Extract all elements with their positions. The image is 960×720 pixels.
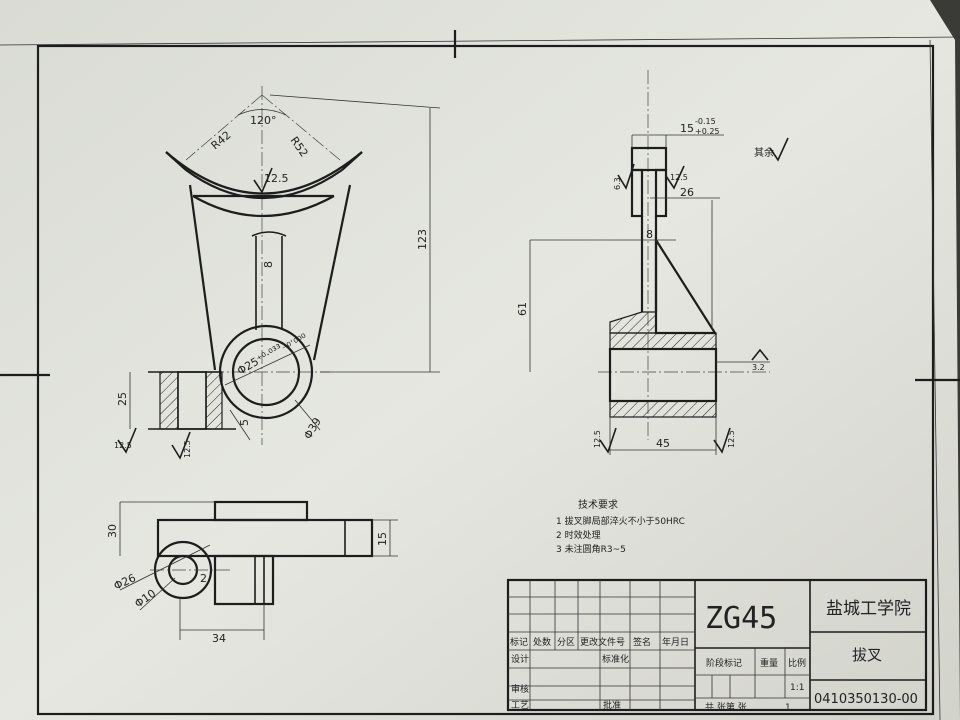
review-label: 审核 bbox=[511, 683, 529, 695]
design-label: 设计 bbox=[511, 653, 529, 665]
part-name-label: 拔叉 bbox=[852, 646, 882, 664]
height-61-label: 61 bbox=[516, 302, 529, 316]
rough-side-right-label: 12.5 bbox=[727, 430, 736, 448]
slot-tol-upper: -0.15 bbox=[695, 117, 716, 126]
title-block: ZG45 盐城工学院 拔叉 0410350130-00 标记 处数 分区 更改文… bbox=[506, 578, 928, 713]
side-view: 15 -0.15 +0.25 6.3 12.5 26 8 61 3.2 45 1… bbox=[516, 70, 789, 455]
header-change-doc: 更改文件号 bbox=[580, 636, 625, 648]
header-mark: 标记 bbox=[510, 636, 528, 648]
header-signature: 签名 bbox=[633, 636, 651, 648]
rough-fork-label: 12.5 bbox=[670, 173, 688, 182]
fork-dim-label: 26 bbox=[680, 186, 694, 199]
top-thick-label: 15 bbox=[376, 532, 389, 546]
rib-8-label: 8 bbox=[646, 228, 653, 241]
rough-mid-label: 12.5 bbox=[183, 440, 192, 458]
base-height-label: 25 bbox=[116, 392, 129, 406]
top-small-label: 2 bbox=[200, 572, 207, 585]
header-date: 年月日 bbox=[662, 636, 689, 648]
top-height-label: 30 bbox=[106, 524, 119, 538]
scale-header-label: 比例 bbox=[788, 657, 806, 669]
sheet-count-label: 1 bbox=[785, 703, 791, 713]
tech-notes: 技术要求 1 拔叉脚局部淬火不小于50HRC 2 时效处理 3 未注圆角R3~5 bbox=[556, 498, 685, 555]
header-zone: 分区 bbox=[557, 637, 575, 648]
tech-note-2: 2 时效处理 bbox=[556, 529, 601, 541]
rib-width-label: 8 bbox=[262, 261, 275, 268]
sheets-label: 共 张第 张 bbox=[705, 701, 747, 713]
approve-label: 批准 bbox=[603, 699, 621, 711]
tech-note-3: 3 未注圆角R3~5 bbox=[556, 543, 626, 555]
rough-bore-label: 3.2 bbox=[752, 363, 765, 372]
other-rough-label: 其余 bbox=[754, 146, 774, 159]
school-label: 盐城工学院 bbox=[826, 599, 911, 619]
stage-mark-label: 阶段标记 bbox=[706, 657, 742, 669]
drawing-number-label: 0410350130-00 bbox=[814, 692, 918, 707]
top-length-label: 34 bbox=[212, 632, 226, 645]
width-45-label: 45 bbox=[656, 437, 670, 450]
standardize-label: 标准化 bbox=[602, 653, 629, 665]
height-123-label: 123 bbox=[416, 229, 429, 250]
tech-notes-title: 技术要求 bbox=[578, 498, 618, 511]
material-label: ZG45 bbox=[705, 601, 777, 636]
scale-value: 1:1 bbox=[790, 683, 804, 693]
header-count: 处数 bbox=[533, 636, 551, 648]
slot-tol-lower: +0.25 bbox=[695, 127, 720, 136]
tech-note-1: 1 拔叉脚局部淬火不小于50HRC bbox=[556, 515, 685, 527]
process-label: 工艺 bbox=[511, 700, 529, 711]
slot-width-label: 15 bbox=[680, 122, 694, 135]
rough-slot-label: 6.3 bbox=[613, 177, 622, 190]
angle-label: 120° bbox=[250, 114, 277, 127]
rough-left-label: 12.5 bbox=[114, 441, 132, 450]
gap-5-label: 5 bbox=[238, 419, 251, 426]
rough-side-left-label: 12.5 bbox=[593, 430, 602, 448]
rough-arc-label: 12.5 bbox=[264, 172, 289, 185]
weight-label: 重量 bbox=[760, 657, 778, 669]
